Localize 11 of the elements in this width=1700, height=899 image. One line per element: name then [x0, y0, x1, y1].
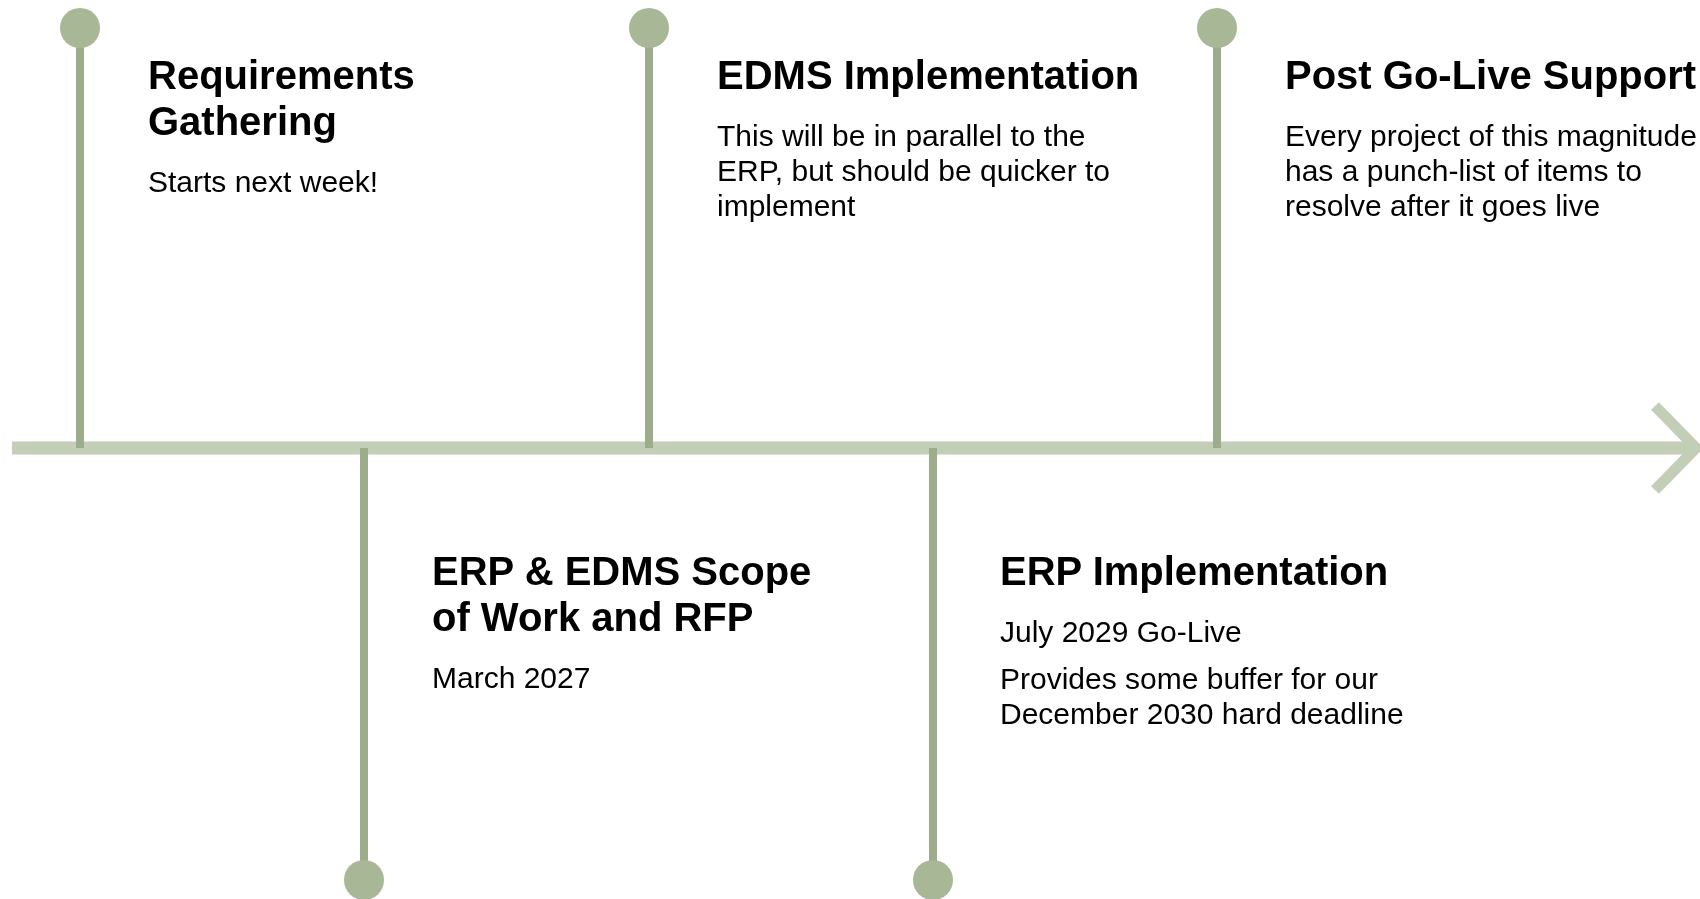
milestone-title: ERP Implementation [1000, 548, 1390, 594]
milestone-description: Provides some buffer for our December 2030 hard deadline [1000, 661, 1405, 731]
milestone-title: Requirements Gathering [148, 52, 416, 144]
milestone-title: EDMS Implementation [717, 52, 1141, 98]
milestone-description: July 2029 Go-Live [1000, 614, 1243, 649]
milestone-description: March 2027 [432, 660, 592, 695]
milestone-title: ERP & EDMS Scope of Work and RFP [432, 548, 813, 640]
milestone-title: Post Go-Live Support [1285, 52, 1698, 98]
milestone-description: Starts next week! [148, 164, 380, 199]
milestone-description: This will be in parallel to the ERP, but should be quicker to implement [717, 118, 1112, 223]
milestone-description: Every project of this magnitude has a punch-list of items to resolve after it goes live [1285, 118, 1698, 223]
